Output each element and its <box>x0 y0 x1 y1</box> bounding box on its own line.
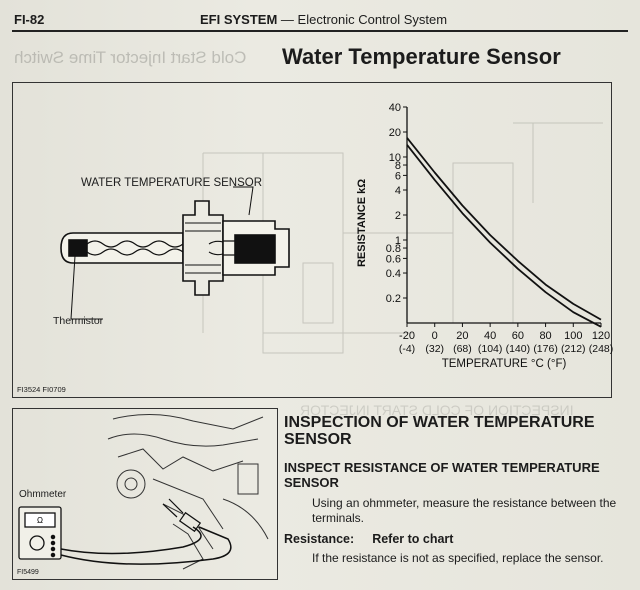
sensor-leader-line <box>233 186 254 216</box>
resistance-curve-2 <box>406 144 602 328</box>
x-tick-label-celsius: 60 <box>512 330 524 342</box>
y-tick-label: 1 <box>395 235 401 247</box>
x-tick-label-fahrenheit: (176) <box>533 343 558 355</box>
x-tick-label-celsius: 80 <box>539 330 551 342</box>
x-tick-label-fahrenheit: (248) <box>589 343 613 355</box>
figure1-code: FI3524 FI0709 <box>17 385 66 394</box>
section-dash: — <box>280 12 294 27</box>
header-rule <box>12 30 628 32</box>
resistance-label: Resistance: <box>284 532 355 546</box>
test-lead-1 <box>60 526 232 565</box>
y-axis-label: RESISTANCE kΩ <box>356 179 368 267</box>
resistance-curve-1 <box>406 137 602 321</box>
ohmmeter-device <box>18 506 62 560</box>
figure1-drawing: 402010864210.80.60.40.2-20(-4)0(32)20(68… <box>60 102 613 370</box>
x-tick-label-celsius: 100 <box>564 330 582 342</box>
section-name: EFI SYSTEM <box>200 12 278 27</box>
replacement-note: If the resistance is not as specified, r… <box>312 551 604 565</box>
thermistor-label: Thermistor <box>53 315 104 327</box>
x-tick-label-celsius: 0 <box>432 330 438 342</box>
y-tick-label: 4 <box>395 185 401 197</box>
water-temperature-sensor-illustration <box>60 200 290 296</box>
y-tick-label: 20 <box>389 127 401 139</box>
x-tick-label-celsius: -20 <box>399 330 415 342</box>
x-tick-label-celsius: 40 <box>484 330 496 342</box>
ohmmeter-inspection-figure: Ω Ohmmeter FI5499 <box>12 408 278 580</box>
y-tick-label: 8 <box>395 160 401 172</box>
thermistor-leader-line <box>70 255 103 320</box>
y-tick-label: 0.8 <box>386 243 401 255</box>
x-tick-label-fahrenheit: (32) <box>425 343 444 355</box>
resistance-spec: Resistance: Refer to chart <box>284 532 453 546</box>
x-tick-label-celsius: 120 <box>592 330 610 342</box>
resistance-value: Refer to chart <box>372 532 454 546</box>
x-tick-label-fahrenheit: (212) <box>561 343 586 355</box>
inspection-heading: INSPECTION OF WATER TEMPERATURE SENSOR <box>284 414 595 448</box>
inspection-step: Using an ohmmeter, measure the resistanc… <box>312 496 617 525</box>
x-tick-label-fahrenheit: (104) <box>478 343 503 355</box>
x-tick-label-celsius: 20 <box>456 330 468 342</box>
x-tick-label-fahrenheit: (-4) <box>399 343 415 355</box>
x-axis-label: TEMPERATURE °C (°F) <box>442 358 567 370</box>
engine-illustration <box>107 414 269 570</box>
y-tick-label: 2 <box>395 210 401 222</box>
y-tick-label: 0.4 <box>386 268 401 280</box>
figure2-code: FI5499 <box>17 569 39 576</box>
bleed-through-text-top: Cold Start Injector Time Switch <box>14 48 247 67</box>
sensor-label: WATER TEMPERATURE SENSOR <box>81 177 263 189</box>
resistance-temperature-chart: 402010864210.80.60.40.2-20(-4)0(32)20(68… <box>356 102 613 370</box>
y-tick-label: 10 <box>389 152 401 164</box>
y-tick-label: 6 <box>395 170 401 182</box>
figure2-drawing: Ω <box>18 414 269 570</box>
ohmmeter-label: Ohmmeter <box>19 489 67 500</box>
ohm-symbol-icon: Ω <box>37 516 43 525</box>
page-title: Water Temperature Sensor <box>282 44 561 69</box>
y-tick-label: 40 <box>389 102 401 114</box>
test-lead-2 <box>60 526 202 555</box>
y-tick-label: 0.2 <box>386 293 401 305</box>
sensor-with-probes <box>162 498 202 533</box>
subsection-name: Electronic Control System <box>297 12 448 27</box>
section-header: EFI SYSTEM — Electronic Control System <box>200 12 447 27</box>
y-tick-label: 0.6 <box>386 253 401 265</box>
inspection-subheading: INSPECT RESISTANCE OF WATER TEMPERATURE … <box>284 460 600 490</box>
page-number: FI-82 <box>14 12 45 27</box>
x-tick-label-fahrenheit: (68) <box>453 343 472 355</box>
x-tick-label-fahrenheit: (140) <box>506 343 531 355</box>
